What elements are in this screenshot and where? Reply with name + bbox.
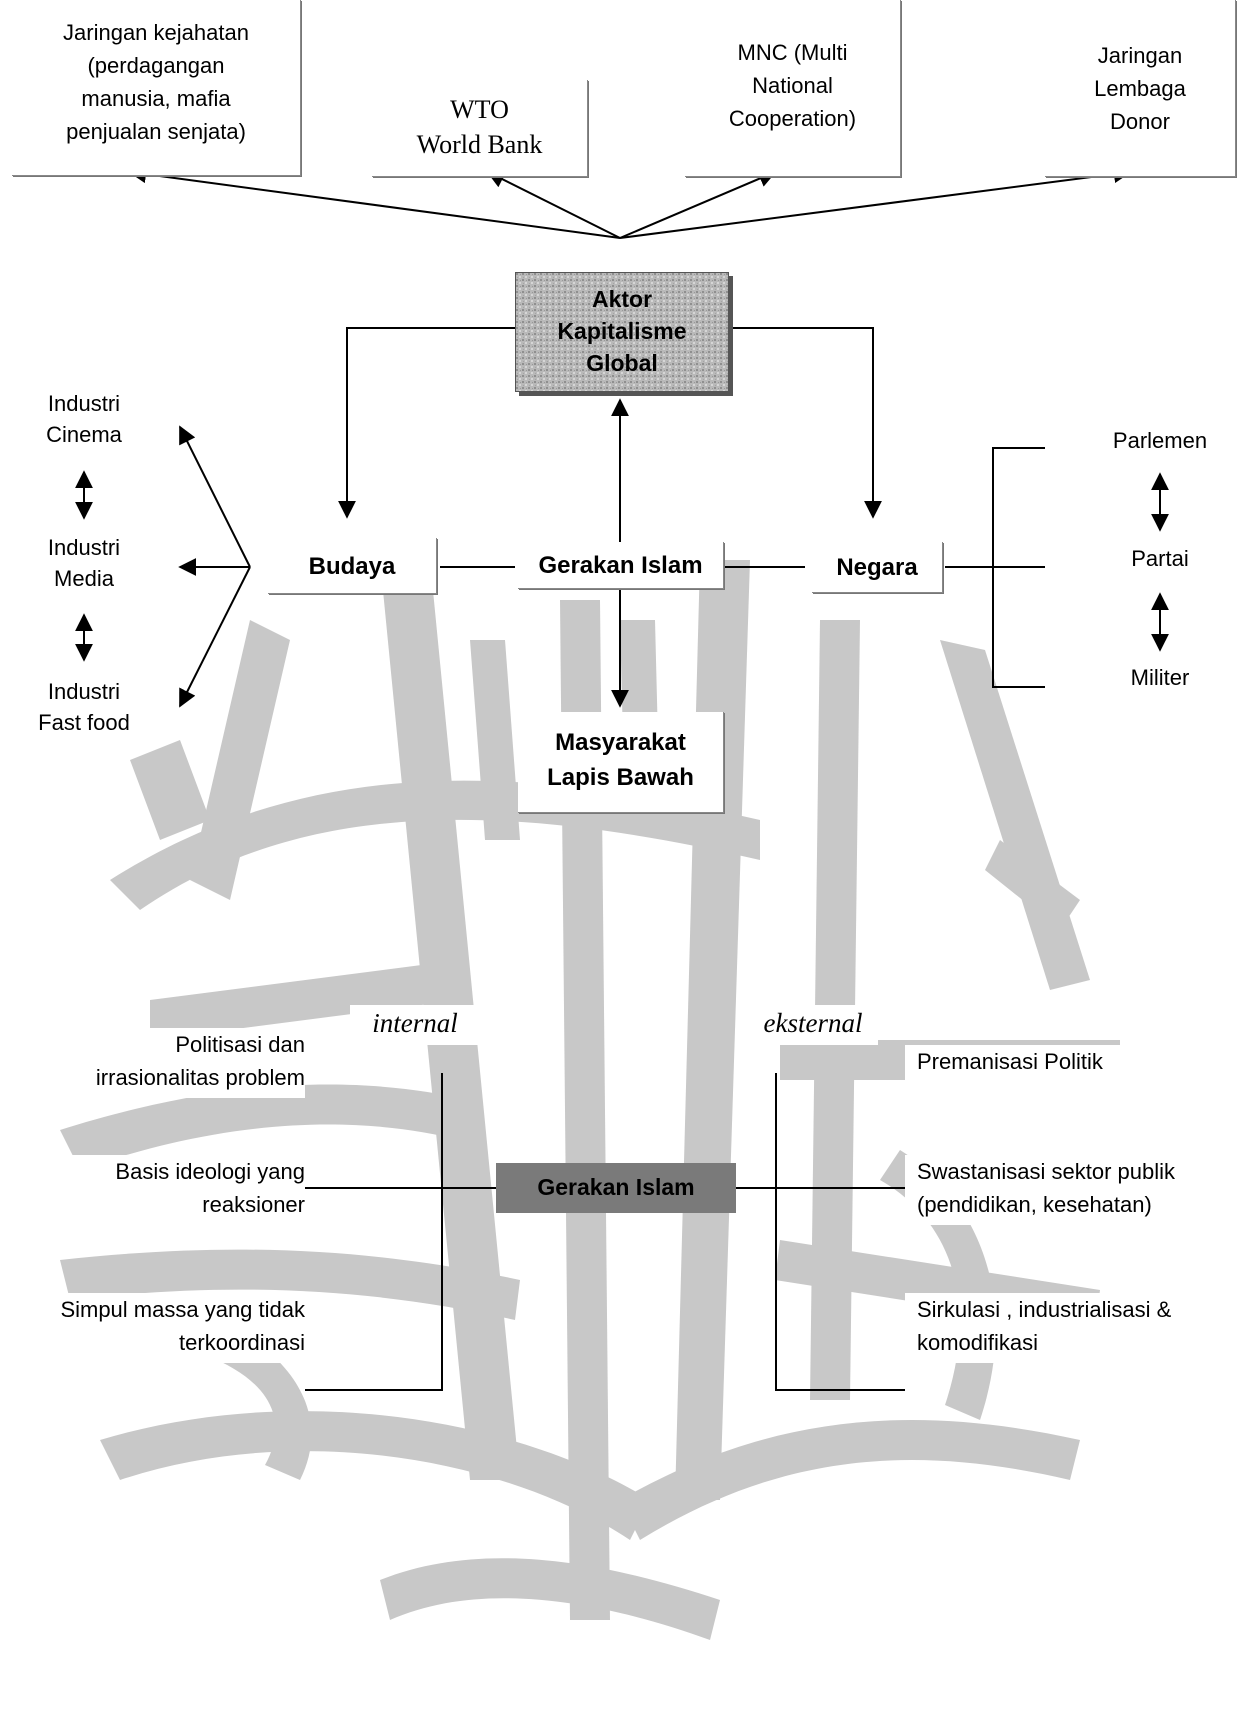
eksternal-label: eksternal xyxy=(763,1008,863,1038)
eksternal-item-sirkulasi-line2: komodifikasi xyxy=(917,1330,1039,1355)
top-arrows xyxy=(128,165,1132,239)
industri-fastfood-line2: Fast food xyxy=(38,710,130,735)
node-mnc-line1: MNC (Multi xyxy=(737,40,848,65)
state-partai: Partai xyxy=(1131,546,1189,571)
bottom-brackets xyxy=(305,1073,905,1391)
internal-item-simpul-line2: terkoordinasi xyxy=(179,1330,305,1355)
node-jaringan-kejahatan: Jaringan kejahatan (perdagangan manusia,… xyxy=(12,0,301,176)
industri-cinema-line1: Industri xyxy=(47,391,121,416)
node-masyarakat-line1: Masyarakat xyxy=(555,729,686,756)
internal-item-politisasi: Politisasi dan irrasionalitas problem xyxy=(10,1028,305,1098)
node-jaringan-kejahatan-line4: penjualan senjata) xyxy=(66,119,246,144)
node-mnc-line2: National xyxy=(752,73,833,98)
internal-item-simpul-line1: Simpul massa yang tidak xyxy=(60,1297,305,1322)
node-donor-line1: Jaringan xyxy=(1097,43,1183,68)
node-budaya-label: Budaya xyxy=(308,553,396,580)
internal-label-box: internal xyxy=(350,1005,480,1045)
internal-item-politisasi-line1: Politisasi dan xyxy=(175,1032,305,1057)
node-jaringan-kejahatan-line1: Jaringan kejahatan xyxy=(63,20,249,45)
node-aktor-line2: Kapitalisme xyxy=(557,318,687,344)
internal-item-basis-line1: Basis ideologi yang xyxy=(115,1159,305,1184)
eksternal-item-swastanisasi-line1: Swastanisasi sektor publik xyxy=(917,1159,1176,1184)
node-gerakan-islam-bottom: Gerakan Islam xyxy=(496,1163,736,1213)
node-aktor-line1: Aktor xyxy=(591,286,653,312)
node-gerakan-top-label: Gerakan Islam xyxy=(538,552,703,579)
node-negara-label: Negara xyxy=(836,554,918,581)
aktor-elbows xyxy=(338,327,882,708)
state-militer: Militer xyxy=(1130,665,1190,690)
node-donor-line3: Donor xyxy=(1110,109,1170,134)
state-bracket xyxy=(992,447,1169,688)
node-mnc-line3: Cooperation) xyxy=(728,106,857,131)
node-donor: Jaringan Lembaga Donor xyxy=(1045,0,1236,177)
node-wto-line1: WTO xyxy=(450,95,509,124)
node-masyarakat: Masyarakat Lapis Bawah xyxy=(518,712,724,813)
aktor-texture xyxy=(516,273,728,391)
industri-cinema-line2: Cinema xyxy=(46,422,122,447)
state-parlemen: Parlemen xyxy=(1112,428,1208,453)
node-wto-line2: World Bank xyxy=(416,130,543,159)
node-mnc: MNC (Multi National Cooperation) xyxy=(685,0,901,177)
internal-item-basis-line2: reaksioner xyxy=(202,1192,305,1217)
eksternal-item-swastanisasi: Swastanisasi sektor publik (pendidikan, … xyxy=(905,1155,1235,1225)
node-jaringan-kejahatan-line2: (perdagangan xyxy=(87,53,225,78)
node-gerakan-islam-top: Gerakan Islam xyxy=(518,542,724,589)
node-aktor-kapitalisme: Aktor Kapitalisme Global xyxy=(515,272,729,392)
industri-media-line2: Media xyxy=(54,566,114,591)
eksternal-item-sirkulasi-line1: Sirkulasi , industrialisasi & xyxy=(917,1297,1172,1322)
node-wto: WTO World Bank xyxy=(372,80,588,177)
eksternal-item-premanisasi: Premanisasi Politik xyxy=(905,1045,1235,1081)
node-jaringan-kejahatan-line3: manusia, mafia xyxy=(81,86,231,111)
eksternal-item-premanisasi-line1: Premanisasi Politik xyxy=(917,1049,1103,1074)
industri-fastfood-line1: Industri xyxy=(47,679,121,704)
node-masyarakat-line2: Lapis Bawah xyxy=(547,764,694,791)
node-gerakan-bottom-label: Gerakan Islam xyxy=(537,1174,695,1200)
node-budaya: Budaya xyxy=(268,538,437,594)
industri-media-line1: Industri xyxy=(47,535,121,560)
internal-label: internal xyxy=(372,1008,458,1038)
node-aktor-line3: Global xyxy=(586,350,658,376)
industry-arrows xyxy=(75,425,251,708)
internal-item-simpul: Simpul massa yang tidak terkoordinasi xyxy=(5,1293,305,1363)
node-donor-line2: Lembaga xyxy=(1094,76,1186,101)
eksternal-label-box: eksternal xyxy=(748,1005,878,1045)
internal-item-basis: Basis ideologi yang reaksioner xyxy=(10,1155,305,1225)
node-negara: Negara xyxy=(812,542,943,593)
internal-item-politisasi-line2: irrasionalitas problem xyxy=(95,1065,305,1090)
eksternal-item-swastanisasi-line2: (pendidikan, kesehatan) xyxy=(917,1192,1152,1217)
eksternal-item-sirkulasi: Sirkulasi , industrialisasi & komodifika… xyxy=(905,1293,1235,1363)
